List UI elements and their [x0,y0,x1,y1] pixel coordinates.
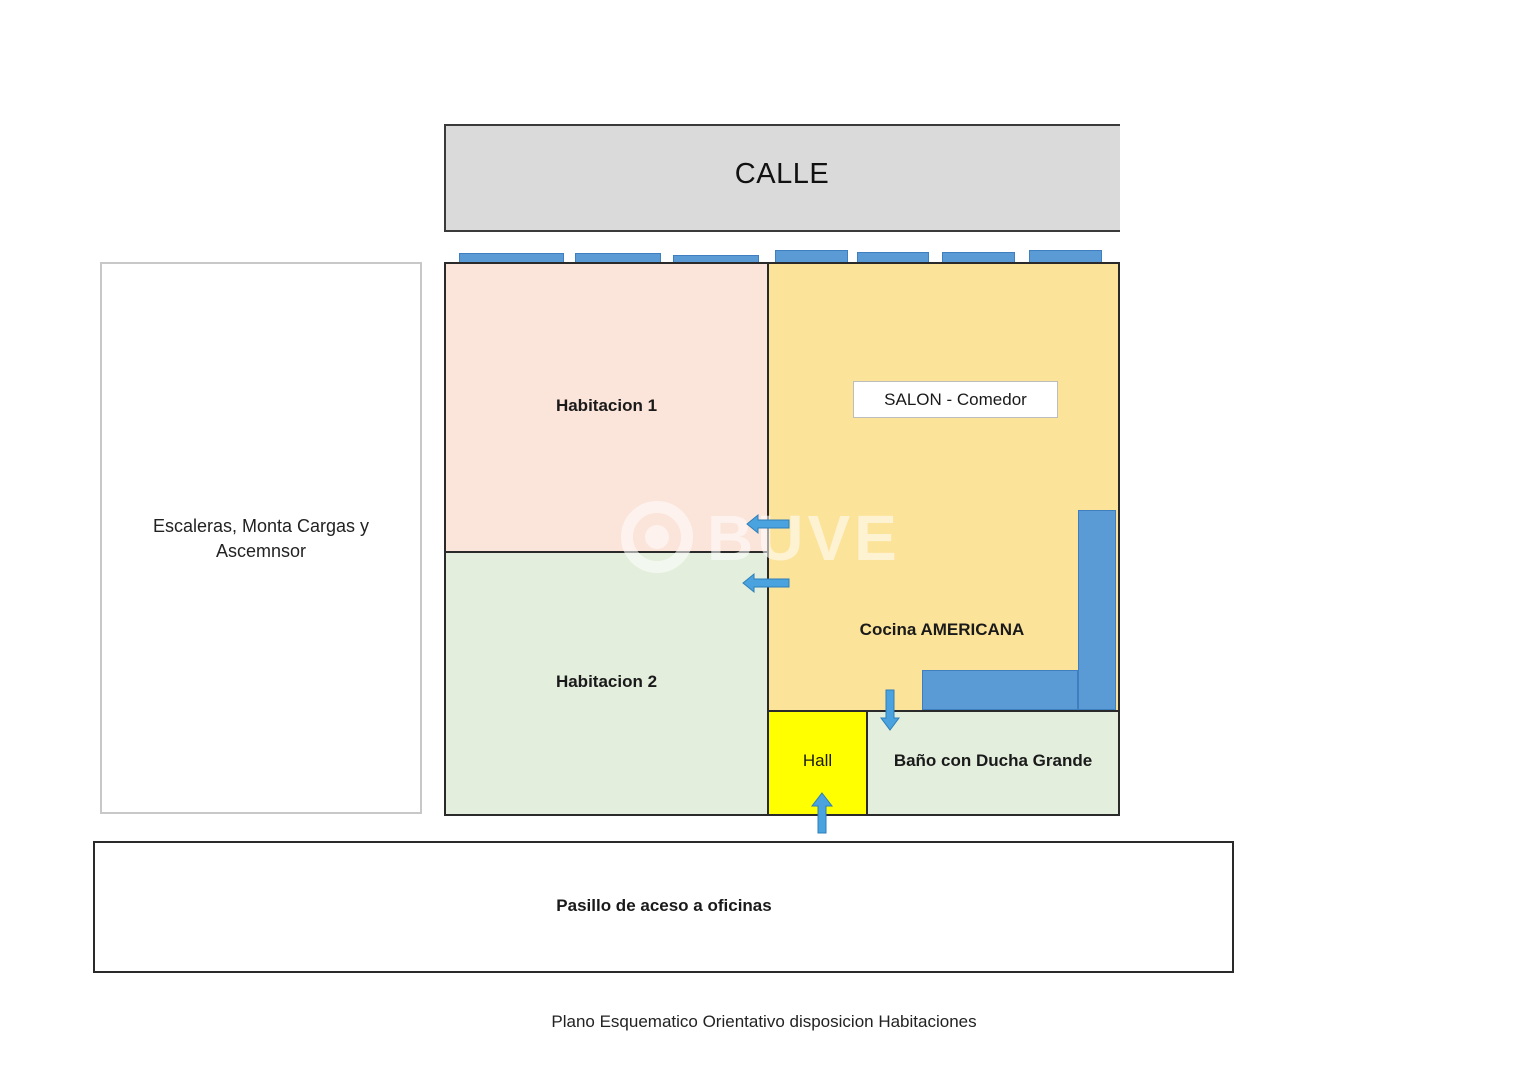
buve-watermark-logo: BUVE [621,501,901,574]
stairs-label: Escaleras, Monta Cargas y Ascemnsor [100,514,422,564]
salon-comedor-label: SALON - Comedor [853,381,1058,418]
habitacion-2-label: Habitacion 2 [555,672,658,691]
room-bano [866,710,1120,816]
street-area [444,124,1120,232]
cocina-americana-label: Cocina AMERICANA [859,620,1025,639]
stairs-elevator-block [100,262,422,814]
stairs-label-line2: Ascemnsor [215,541,307,561]
street-label: CALLE [734,158,830,190]
bano-label: Baño con Ducha Grande [893,751,1093,770]
hall-label: Hall [802,751,833,770]
corridor-pasillo [93,841,1234,973]
watermark-text: BUVE [707,502,901,574]
arrow-left-icon [746,513,790,535]
plan-caption: Plano Esquematico Orientativo disposicio… [551,1012,977,1031]
room-salon-comedor [767,262,1120,712]
arrow-left-icon [742,572,790,594]
room-habitacion-2 [444,551,769,816]
room-habitacion-1 [444,262,769,553]
stairs-label-line1: Escaleras, Monta Cargas y [152,516,370,536]
arrow-down-icon [880,689,900,731]
kitchen-counter-horizontal [922,670,1078,710]
corridor-label: Pasillo de aceso a oficinas [556,896,772,915]
arrow-up-icon [810,792,834,834]
habitacion-1-label: Habitacion 1 [555,396,658,415]
kitchen-counter-vertical [1078,510,1116,710]
